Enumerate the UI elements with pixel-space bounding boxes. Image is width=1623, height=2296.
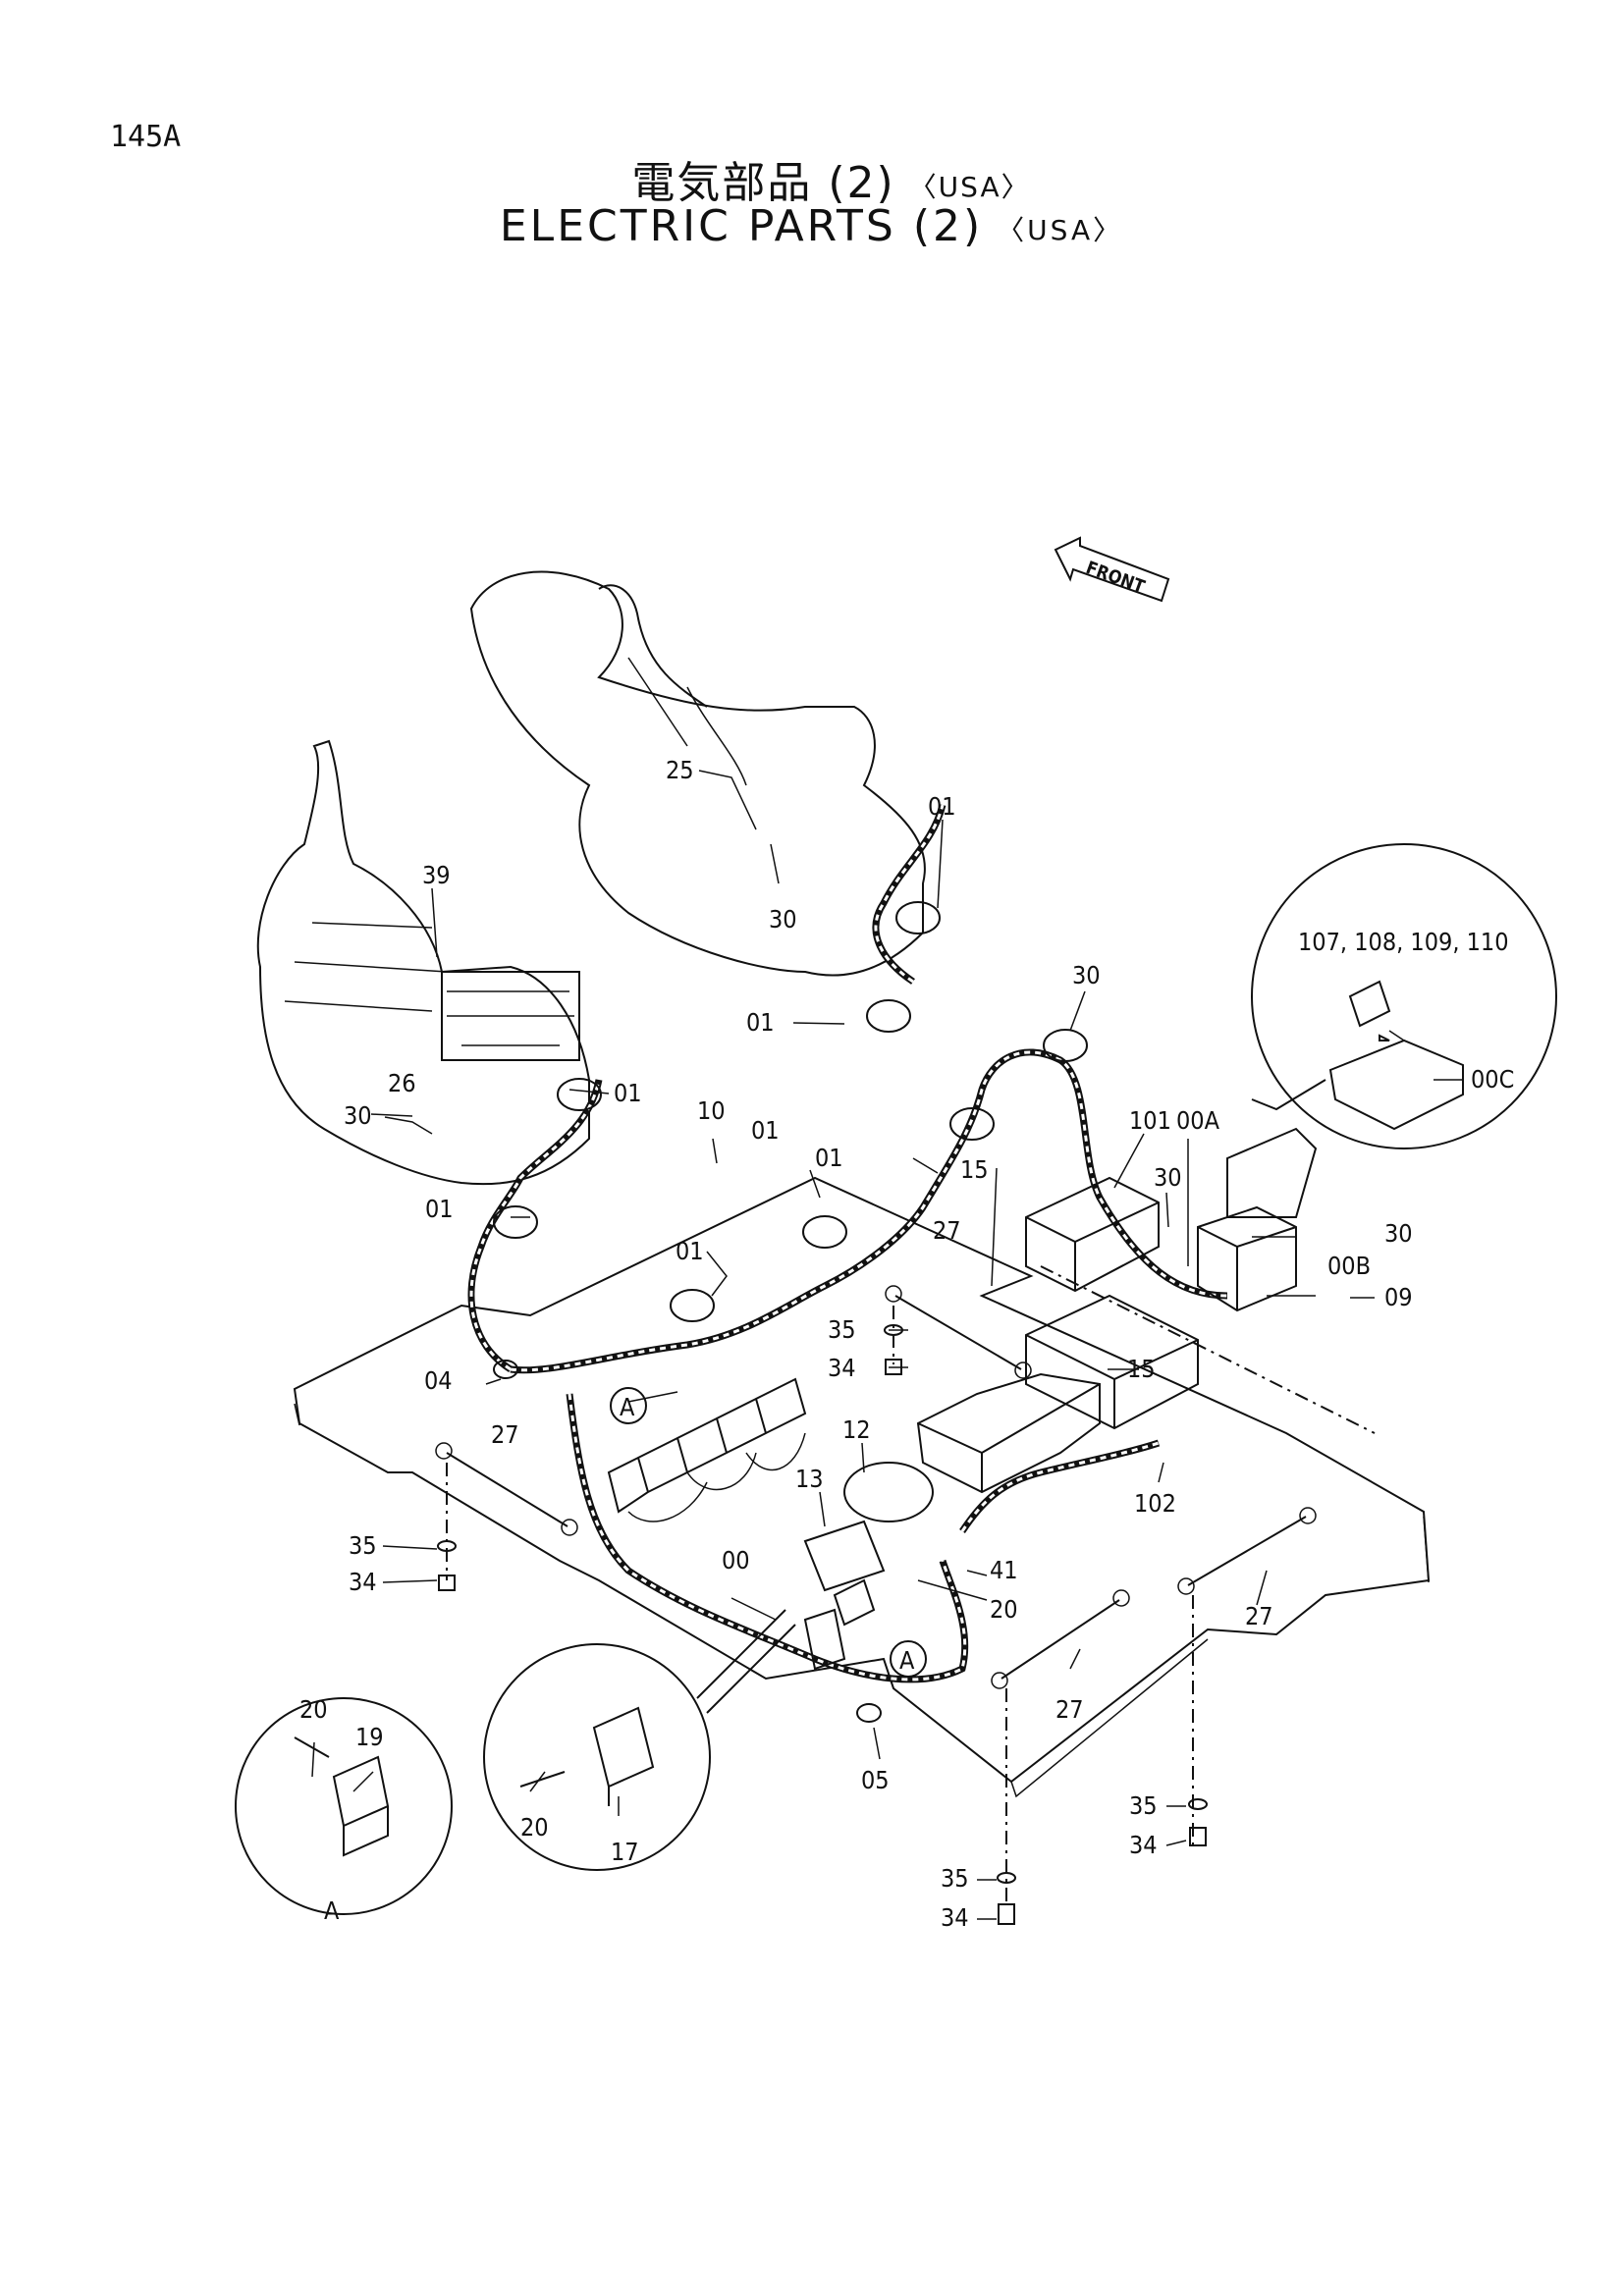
callout-01e: 01 (815, 1144, 843, 1172)
callout-25: 25 (666, 756, 694, 784)
callout-05: 05 (861, 1766, 890, 1794)
callout-101: 101 (1129, 1106, 1171, 1135)
clamp-5 (493, 1205, 538, 1239)
callout-34a: 34 (828, 1354, 856, 1382)
callout-30b: 30 (1072, 961, 1101, 989)
callout-00B: 00B (1327, 1252, 1371, 1280)
region-tag-en: 〈USA〉 (997, 214, 1124, 246)
callout-01c: 01 (614, 1079, 642, 1107)
callout-00C: 00C (1471, 1065, 1514, 1094)
clamp-3 (949, 1107, 995, 1141)
page-number: 145A (110, 120, 182, 154)
relay-cluster-A (607, 1377, 807, 1522)
callout-30d: 30 (1154, 1163, 1182, 1192)
callout-27c: 27 (1245, 1602, 1273, 1630)
callout-13: 13 (795, 1465, 824, 1493)
relay-box-00B (1197, 1127, 1318, 1312)
callout-15a: 15 (960, 1155, 989, 1184)
callout-34d: 34 (941, 1903, 969, 1932)
callout-35c: 35 (1129, 1791, 1158, 1820)
callout-30c: 30 (344, 1101, 372, 1130)
detail-a-label: A (324, 1896, 340, 1925)
callout-39: 39 (422, 861, 451, 889)
callout-35a: 35 (828, 1315, 856, 1344)
callout-27b: 27 (491, 1420, 519, 1449)
callout-102: 102 (1134, 1489, 1176, 1518)
callout-01g: 01 (676, 1237, 704, 1265)
relay-detail-circle (483, 1609, 796, 1871)
callout-107-110: 107, 108, 109, 110 (1298, 928, 1509, 956)
clamp-4 (557, 1078, 602, 1111)
callout-30a: 30 (769, 905, 797, 934)
clamp-1 (895, 901, 941, 934)
callout-34b: 34 (349, 1568, 377, 1596)
fuse-detail (1251, 843, 1557, 1149)
callout-09: 09 (1384, 1283, 1413, 1311)
front-arrow: FRONT (1054, 536, 1170, 603)
callout-35b: 35 (349, 1531, 377, 1560)
callouts: 25 01 30 39 30 01 26 01 30 10 01 01 101 … (299, 756, 1514, 1932)
fastener-stacks (437, 1306, 1208, 1925)
floor-plate (293, 1176, 1431, 1798)
callout-30e: 30 (1384, 1219, 1413, 1248)
title-english: ELECTRIC PARTS (2) 〈USA〉 (0, 201, 1623, 251)
callout-19: 19 (355, 1723, 384, 1751)
controller-102 (916, 1294, 1199, 1494)
ref-a-label-2: A (899, 1646, 915, 1675)
detail-A-circle (235, 1697, 453, 1915)
clamp-9 (493, 1360, 518, 1379)
title-japanese-text: 電気部品 (2) (631, 158, 895, 208)
callout-15b: 15 (1127, 1355, 1156, 1383)
callout-01d: 01 (751, 1116, 780, 1145)
callout-20b: 20 (299, 1695, 328, 1724)
callout-34c: 34 (1129, 1831, 1158, 1859)
ref-a-label-1: A (620, 1393, 635, 1421)
left-control-console (256, 739, 590, 1186)
reference-marker-A: A A A (324, 1387, 927, 1925)
title-japanese: 電気部品 (2) 〈USA〉 (0, 147, 1623, 210)
callout-10: 10 (697, 1096, 726, 1125)
callout-20a: 20 (990, 1595, 1018, 1624)
clamps (493, 901, 1088, 1723)
callout-00: 00 (722, 1546, 750, 1575)
clamp-10 (856, 1703, 882, 1723)
region-tag-jp: 〈USA〉 (908, 171, 1031, 203)
controller-101 (1025, 1176, 1160, 1293)
callout-26: 26 (388, 1069, 416, 1097)
callout-12: 12 (842, 1415, 871, 1444)
front-arrow-label: FRONT (1083, 558, 1147, 598)
clamp-6 (802, 1215, 847, 1249)
right-control-console (469, 570, 926, 977)
straps (435, 1285, 1317, 1689)
callout-01b: 01 (746, 1008, 775, 1037)
callout-17: 17 (611, 1838, 639, 1866)
callout-01f: 01 (425, 1195, 454, 1223)
relay-group-12 (803, 1462, 934, 1671)
clamp-7 (670, 1289, 715, 1322)
callout-00A: 00A (1176, 1106, 1220, 1135)
clamp-2 (866, 999, 911, 1033)
main-harness (467, 804, 1228, 1683)
callout-27a: 27 (933, 1216, 961, 1245)
callout-20c: 20 (520, 1813, 549, 1842)
callout-35d: 35 (941, 1864, 969, 1893)
leader-lines (311, 770, 1463, 1920)
callout-27d: 27 (1055, 1695, 1084, 1724)
callout-04: 04 (424, 1366, 453, 1395)
title-english-text: ELECTRIC PARTS (2) (499, 201, 984, 251)
clamp-8 (1043, 1029, 1088, 1062)
callout-41: 41 (990, 1556, 1018, 1584)
callout-01a: 01 (928, 792, 956, 821)
